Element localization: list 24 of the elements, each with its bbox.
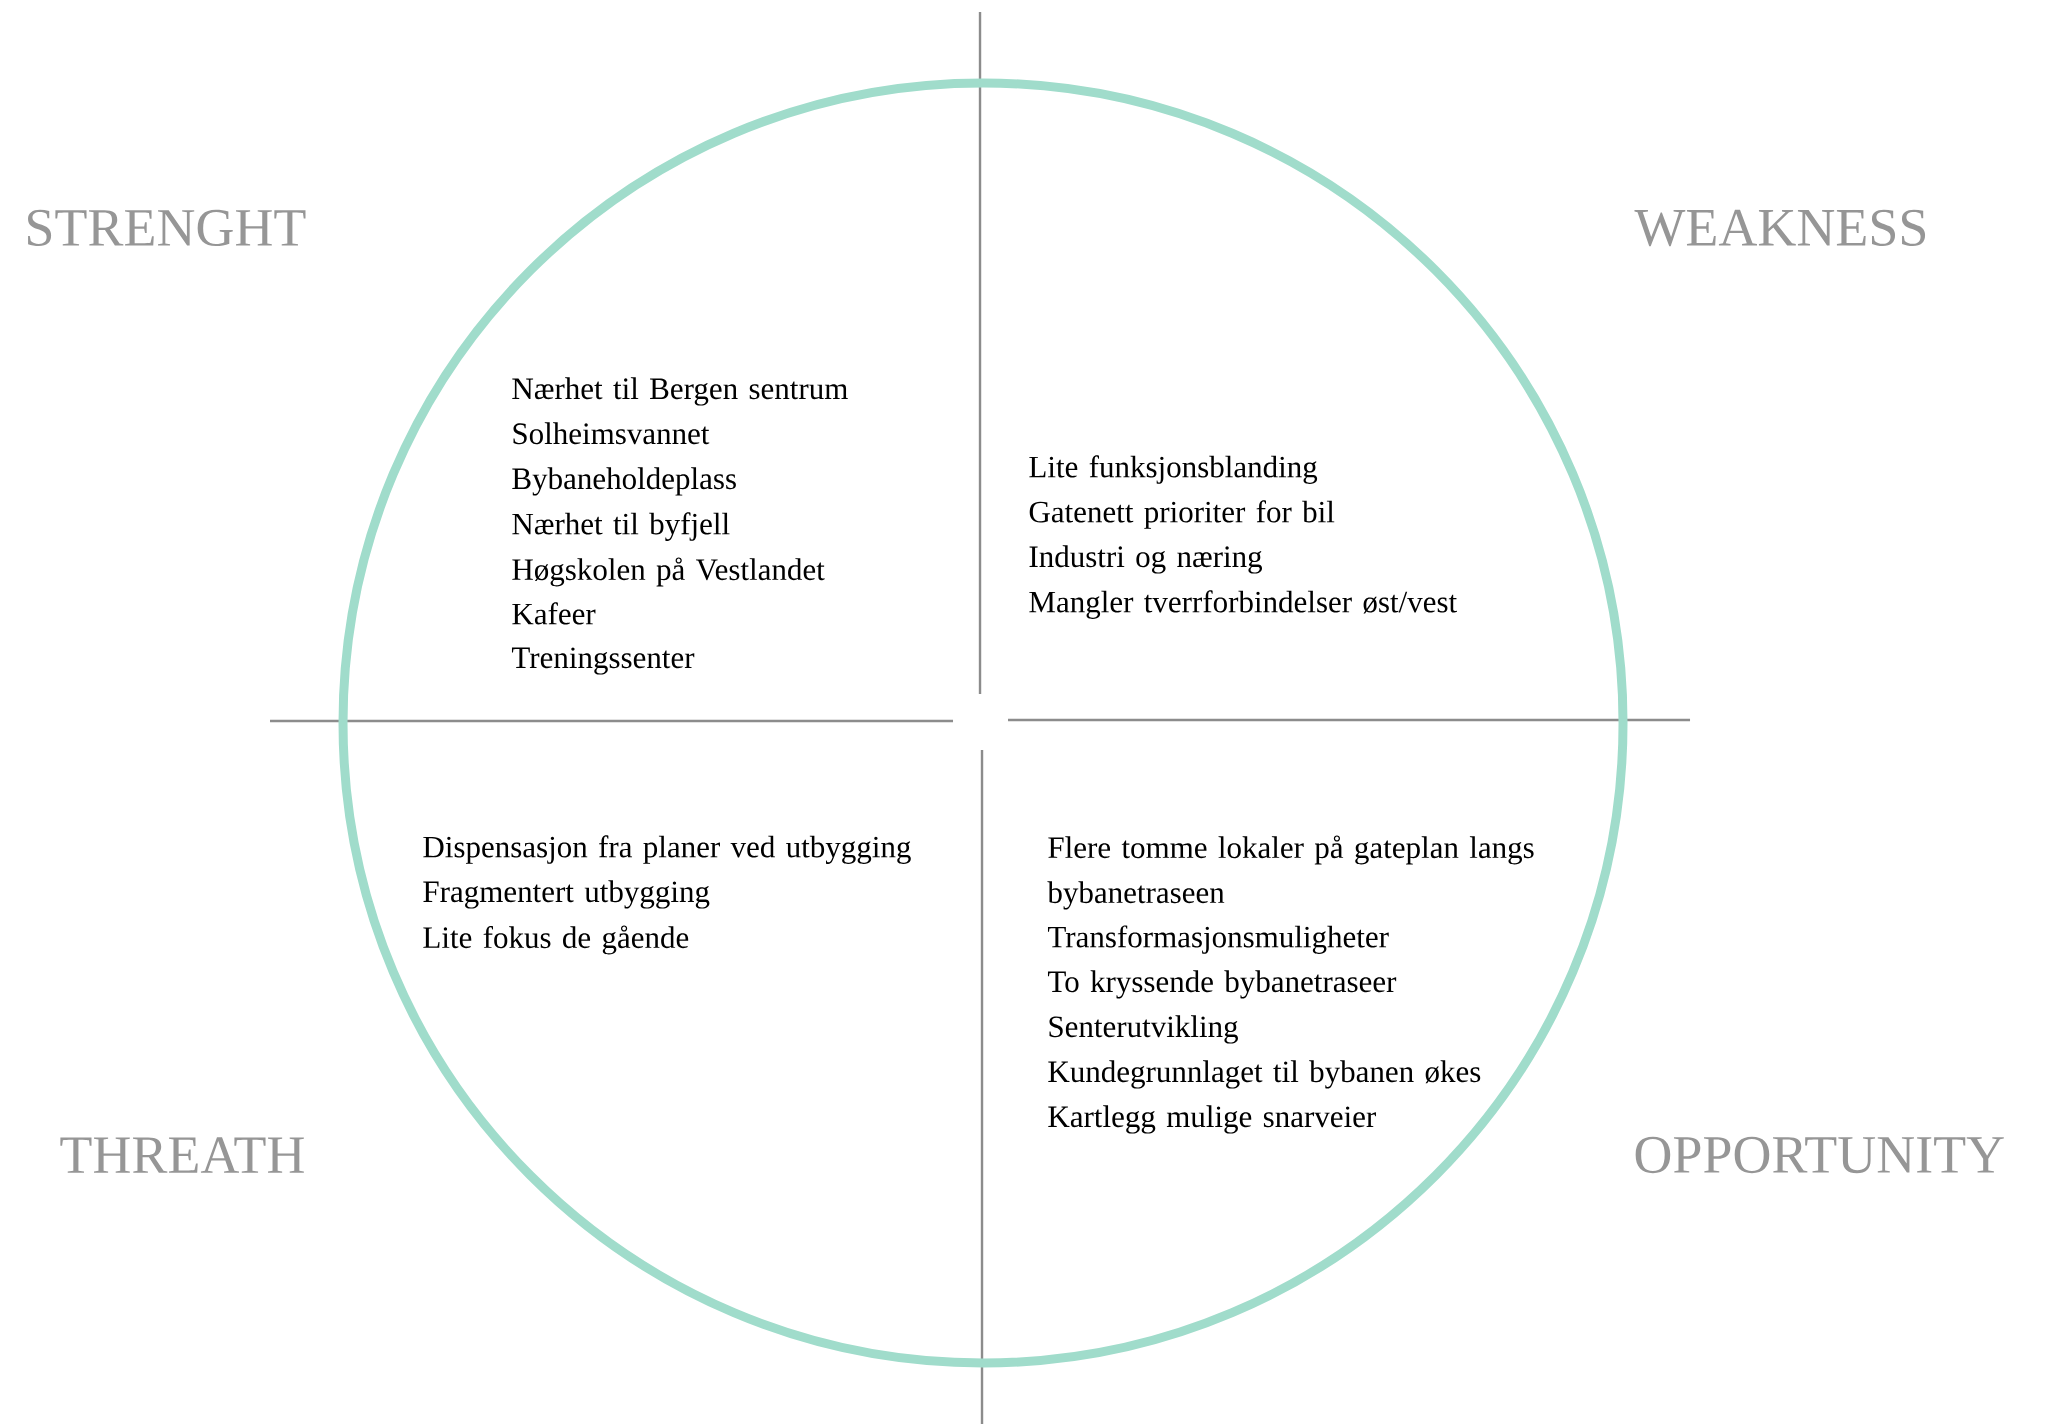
list-item: Flere tomme lokaler på gateplan langs bybanetraseen (1047, 835, 1534, 910)
list-item: Dispensasjon fra planer ved utbygging (423, 835, 911, 864)
list-item: Transformasjonsmuligheter (1048, 925, 1389, 954)
list-item: Lite fokus de gående (423, 925, 689, 955)
list-item: Senterutvikling (1049, 1015, 1238, 1044)
list-item: Kafeer (512, 602, 596, 625)
list-item: Kundegrunnlaget til bybanen økes (1048, 1060, 1481, 1089)
list-item: Mangler tverrforbindelser øst/vest (1029, 590, 1457, 619)
list-item: Solheimsvannet (513, 422, 710, 445)
list-item: To kryssende bybanetraseer (1048, 970, 1397, 999)
list-item: Høgskolen på Vestlandet (512, 557, 825, 587)
list-item: Bybaneholdeplass (512, 467, 736, 496)
list-item: Nærhet til byfjell (512, 512, 730, 541)
list-item: Fragmentert utbygging (423, 880, 710, 909)
list-item: Kartlegg mulige snarveier (1048, 1105, 1376, 1134)
quadrant-heading: THREATH (60, 1137, 304, 1173)
quadrant-heading: STRENGHT (28, 209, 306, 247)
list-item: Gatenett prioriter for bil (1029, 500, 1335, 529)
quadrant-heading: WEAKNESS (1634, 209, 1926, 247)
quadrant-heading: OPPORTUNITY (1635, 1136, 2004, 1174)
list-item: Treningssenter (512, 647, 695, 675)
list-item: Nærhet til Bergen sentrum (512, 377, 848, 406)
list-item: Industri og næring (1029, 545, 1262, 574)
list-item: Lite funksjonsblanding (1029, 455, 1318, 484)
